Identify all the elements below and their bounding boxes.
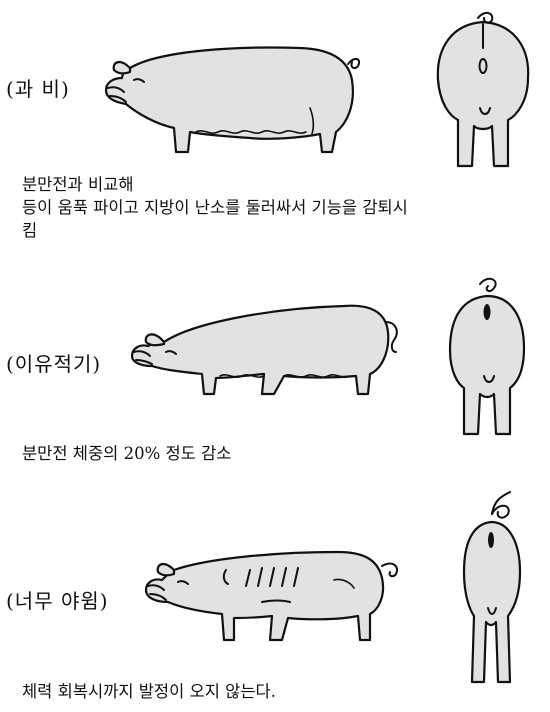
condition-label-overweight: (과 비) [6,73,70,102]
section-overweight: (과 비) 분만전과 비교해 등이 움푹 파이고 지방이 난소를 둘러싸서 기능… [0,0,550,270]
caption-line: 등이 움푹 파이고 지방이 난소를 둘러싸서 기능을 감퇴시 [22,196,408,219]
caption-line: 분만전과 비교해 [22,173,408,196]
condition-label-too-thin: (너무 야윔) [6,585,109,614]
pig-side-view-weaning [124,282,404,412]
caption-line: 분만전 체중의 20% 정도 감소 [22,442,231,465]
pig-side-view-overweight [100,28,360,178]
caption-line: 킴 [22,219,408,242]
pig-rear-view-weaning [432,274,542,444]
section-too-thin: (너무 야윔) 체력 회복시까지 발정이 오지 않는다. [0,470,550,712]
condition-label-weaning: (이유적기) [6,348,101,377]
caption-too-thin: 체력 회복시까지 발정이 오지 않는다. [22,680,276,703]
section-weaning-ideal: (이유적기) 분만전 체중의 20% 정도 감소 [0,270,550,470]
caption-line: 체력 회복시까지 발정이 오지 않는다. [22,680,276,703]
caption-overweight: 분만전과 비교해 등이 움푹 파이고 지방이 난소를 둘러싸서 기능을 감퇴시 … [22,173,408,242]
pig-rear-view-overweight [428,8,538,178]
pig-rear-view-too-thin [436,492,546,692]
pig-side-view-too-thin [138,530,408,660]
caption-weaning: 분만전 체중의 20% 정도 감소 [22,442,231,465]
